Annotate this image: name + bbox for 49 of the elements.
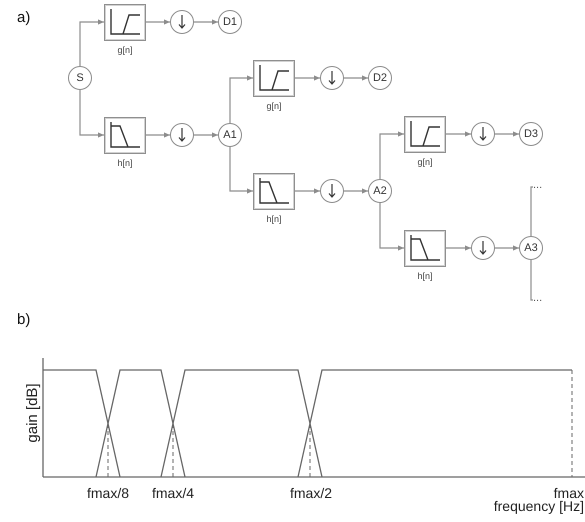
continuation-dots: ...	[533, 294, 545, 306]
arrow	[495, 245, 519, 251]
tick-label: fmax/4	[152, 487, 194, 500]
node-circle: S	[68, 66, 92, 90]
arrow	[194, 19, 218, 25]
arrow	[79, 90, 104, 138]
continuation-dots: ...	[533, 181, 545, 193]
arrow	[229, 147, 253, 194]
tick-label: fmax/8	[87, 487, 129, 500]
arrow	[379, 203, 404, 251]
downsample-circle	[471, 236, 495, 260]
node-circle: D2	[368, 66, 392, 90]
arrow	[146, 19, 170, 25]
downsample-circle	[170, 123, 194, 147]
node-circle: D3	[519, 122, 543, 146]
axis-title: frequency [Hz]	[494, 500, 584, 513]
filter-label: g[n]	[417, 156, 432, 166]
node-circle: A3	[519, 236, 543, 260]
connector-line	[530, 186, 533, 236]
downsample-circle	[170, 10, 194, 34]
tick-label: fmax	[554, 487, 584, 500]
filter-label: g[n]	[266, 100, 282, 110]
node-circle: A1	[218, 123, 242, 147]
arrow	[495, 131, 519, 137]
panel-label: a)	[17, 10, 30, 26]
filter-label: g[n]	[117, 44, 132, 54]
arrow	[79, 19, 104, 66]
downsample-circle	[471, 122, 495, 146]
downsample-circle	[320, 66, 344, 90]
filter-label: h[n]	[117, 158, 132, 168]
arrow	[295, 188, 320, 194]
arrow	[379, 131, 404, 179]
panel-label: b)	[17, 312, 30, 328]
arrow	[295, 75, 320, 81]
tick-label: fmax/2	[290, 487, 332, 500]
filter-label: h[n]	[266, 214, 282, 224]
connector-line	[530, 260, 533, 301]
arrow	[344, 188, 368, 194]
node-circle: A2	[368, 179, 392, 203]
node-circle: D1	[218, 10, 242, 34]
downsample-circle	[320, 179, 344, 203]
arrow	[146, 132, 170, 138]
filter-label: h[n]	[417, 270, 432, 280]
axis-title: gain [dB]	[25, 383, 41, 443]
arrow	[194, 132, 218, 138]
arrow	[344, 75, 368, 81]
arrow	[446, 245, 471, 251]
arrow	[229, 75, 253, 123]
arrow	[446, 131, 471, 137]
